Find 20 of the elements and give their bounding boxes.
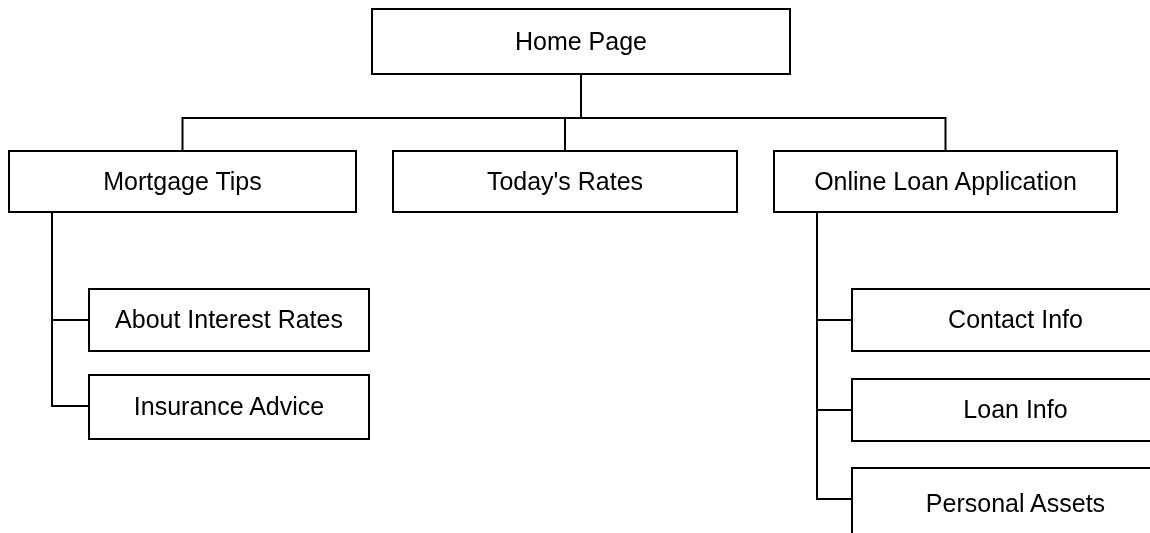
page-box	[88, 288, 370, 352]
page-title: Insurance Advice	[133, 391, 325, 423]
page-box	[8, 150, 357, 213]
connector-line	[816, 212, 852, 500]
page-box	[851, 467, 1150, 533]
page-box	[392, 150, 738, 213]
page-title: Online Loan Application	[814, 165, 1077, 197]
page-box	[371, 8, 791, 75]
page-box	[851, 378, 1150, 442]
page-title: Mortgage Tips	[103, 165, 262, 197]
page-title: Personal Assets	[925, 488, 1106, 520]
page-title: About Interest Rates	[115, 304, 343, 336]
connector-line	[51, 212, 89, 407]
page-title: Loan Info	[963, 394, 1068, 426]
page-box	[773, 150, 1118, 213]
page-title: Contact Info	[948, 304, 1083, 336]
page-title: Today's Rates	[486, 165, 644, 197]
page-box	[88, 374, 370, 440]
page-title: Home Page	[515, 25, 647, 57]
page-box	[851, 288, 1150, 352]
